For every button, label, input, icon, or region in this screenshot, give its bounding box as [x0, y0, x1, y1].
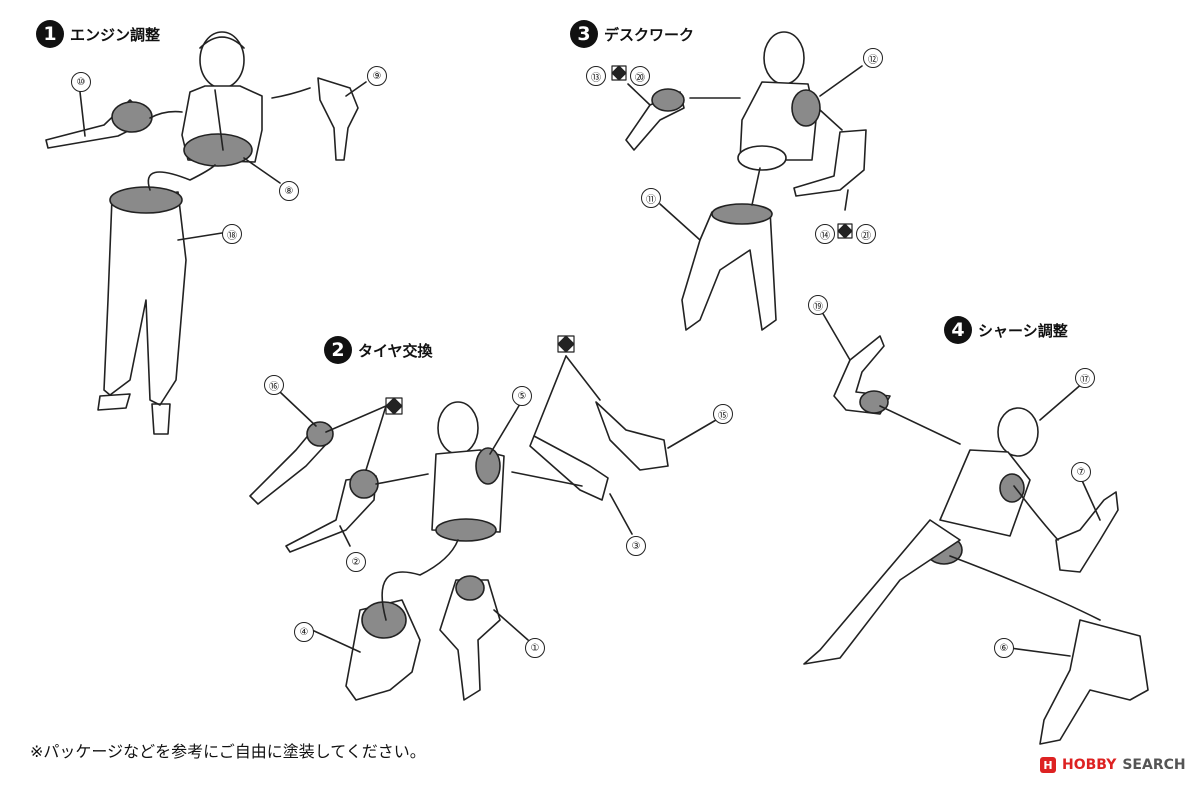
- watermark: H HOBBY SEARCH: [1040, 757, 1186, 773]
- callout-12: ⑫: [863, 48, 883, 68]
- callout-5: ⑤: [512, 386, 532, 406]
- callout-7: ⑦: [1071, 462, 1091, 482]
- callout-11: ⑪: [641, 188, 661, 208]
- section-title: シャーシ調整: [978, 321, 1068, 340]
- section-4-header: 4 シャーシ調整: [944, 316, 1068, 344]
- section-number: 3: [570, 20, 598, 48]
- section-3-header: 3 デスクワーク: [570, 20, 694, 48]
- callout-3: ③: [626, 536, 646, 556]
- callout-10: ⑩: [71, 72, 91, 92]
- section-title: タイヤ交換: [358, 341, 433, 360]
- callout-17: ⑰: [1075, 368, 1095, 388]
- painting-note: ※パッケージなどを参考にご自由に塗装してください。: [30, 742, 426, 761]
- callout-9: ⑨: [367, 66, 387, 86]
- section-1-header: 1 エンジン調整: [36, 20, 160, 48]
- section-title: デスクワーク: [604, 25, 695, 44]
- callout-13: ⑬: [586, 66, 606, 86]
- section-2-header: 2 タイヤ交換: [324, 336, 433, 364]
- figure-tire-change: [249, 355, 717, 701]
- callout-18: ⑱: [222, 224, 242, 244]
- watermark-search: SEARCH: [1122, 757, 1186, 773]
- callout-20: ⑳: [630, 66, 650, 86]
- callout-2: ②: [346, 552, 366, 572]
- callout-4: ④: [294, 622, 314, 642]
- callout-1: ①: [525, 638, 545, 658]
- callout-6: ⑥: [994, 638, 1014, 658]
- watermark-brand: HOBBY: [1062, 757, 1117, 773]
- figure-engine-tuning: [45, 31, 367, 435]
- callout-21: ㉑: [856, 224, 876, 244]
- section-number: 2: [324, 336, 352, 364]
- section-number: 4: [944, 316, 972, 344]
- figure-desk-work: [625, 31, 867, 331]
- paint-marker-icons: [385, 65, 853, 415]
- callout-14: ⑭: [815, 224, 835, 244]
- hobbysearch-logo-icon: H: [1040, 757, 1056, 773]
- callout-15: ⑮: [713, 404, 733, 424]
- section-number: 1: [36, 20, 64, 48]
- callout-8: ⑧: [279, 181, 299, 201]
- callout-16: ⑯: [264, 375, 284, 395]
- callout-19: ⑲: [808, 295, 828, 315]
- section-title: エンジン調整: [70, 25, 161, 44]
- figure-chassis-tuning: [803, 311, 1149, 745]
